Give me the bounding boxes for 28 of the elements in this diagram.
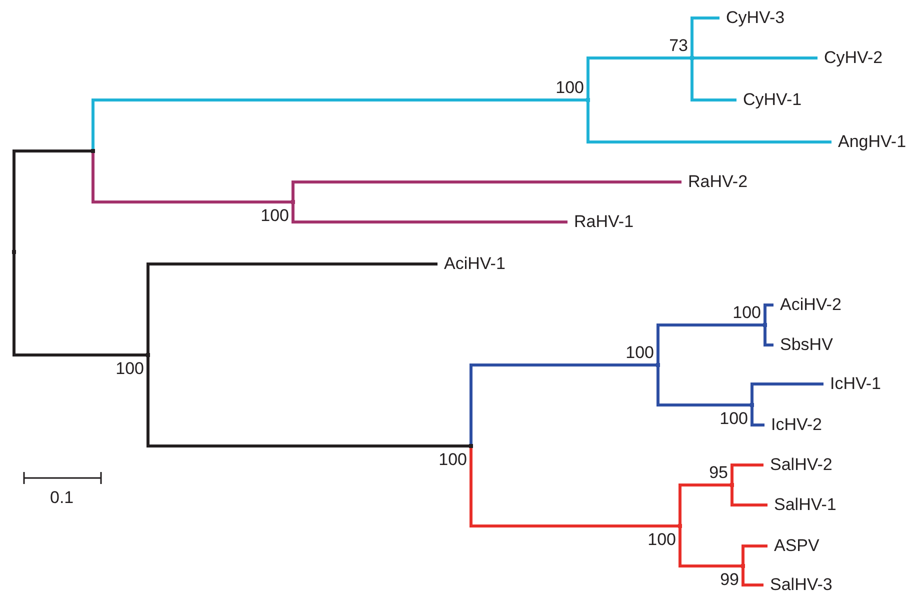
bootstrap-value: 100 — [260, 206, 289, 226]
bootstrap-value: 100 — [438, 450, 467, 470]
scale-label: 0.1 — [50, 488, 74, 508]
taxon-label: CyHV-2 — [816, 48, 883, 68]
taxon-label: SalHV-1 — [766, 495, 836, 515]
taxon-label: RaHV-2 — [680, 172, 748, 192]
taxon-label: CyHV-3 — [718, 8, 785, 28]
taxon-label: RaHV-1 — [566, 212, 634, 232]
taxon-label: AciHV-2 — [772, 295, 842, 315]
taxon-label: SalHV-3 — [762, 575, 832, 595]
taxon-label: SalHV-2 — [762, 455, 832, 475]
taxon-label: SbsHV — [772, 335, 833, 355]
taxon-label: IcHV-1 — [822, 374, 882, 394]
bootstrap-value: 95 — [709, 463, 728, 483]
bootstrap-value: 100 — [720, 409, 748, 429]
bootstrap-value: 100 — [732, 303, 761, 323]
bootstrap-value: 100 — [116, 359, 144, 379]
branch-point — [91, 149, 95, 153]
bootstrap-value: 73 — [669, 36, 688, 56]
taxon-label: CyHV-1 — [735, 90, 802, 110]
taxon-label: ASPV — [766, 536, 820, 556]
bootstrap-value: 100 — [556, 78, 584, 98]
bootstrap-value: 100 — [626, 343, 654, 363]
bootstrap-value: 100 — [648, 530, 676, 550]
taxon-label: AciHV-1 — [436, 254, 506, 274]
taxon-label: IcHV-2 — [763, 415, 822, 435]
taxon-label: AngHV-1 — [830, 132, 906, 152]
bootstrap-value: 99 — [720, 570, 739, 590]
